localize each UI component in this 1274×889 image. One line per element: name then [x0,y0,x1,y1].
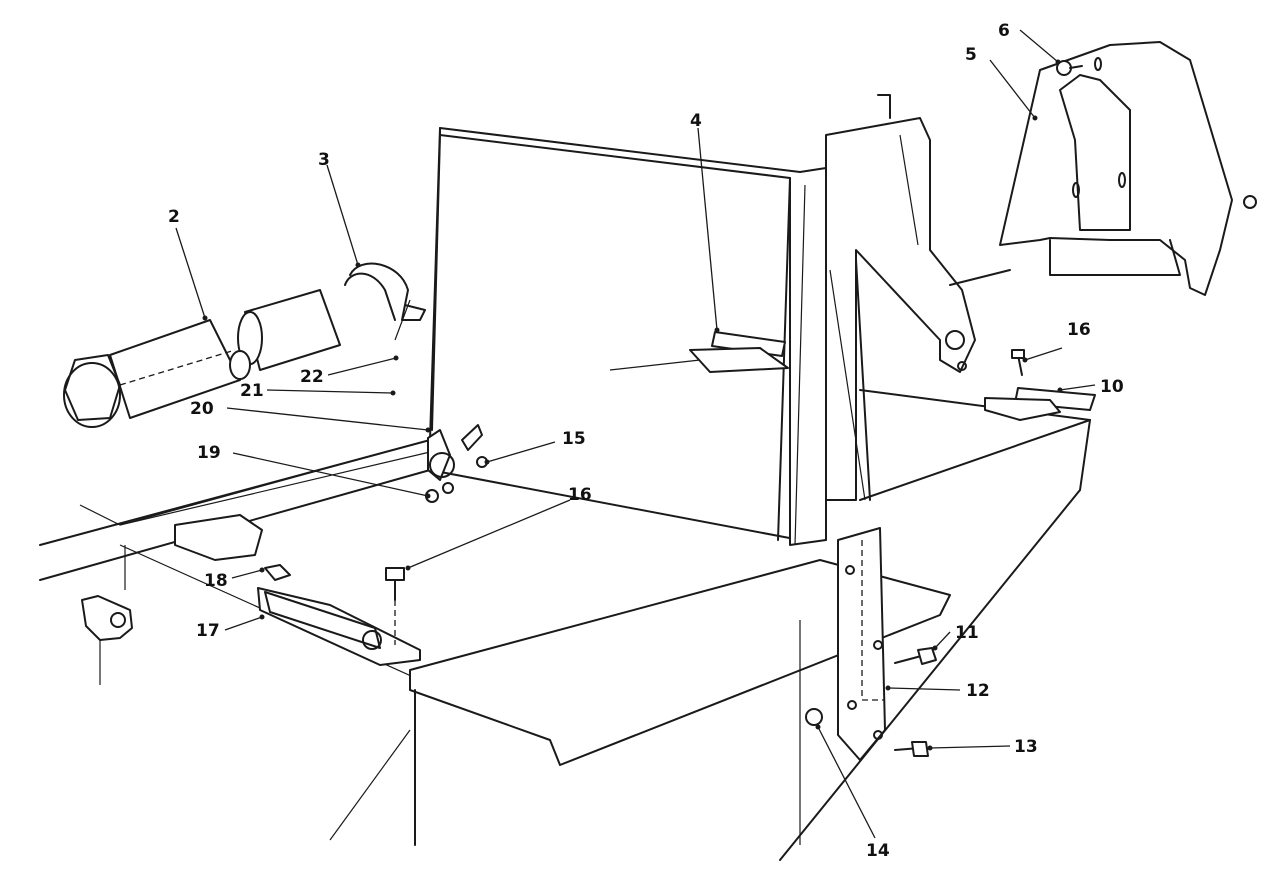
leader-dots [202,59,1063,751]
hinge-pin-right [984,354,1096,421]
screw-6 [1056,57,1102,76]
callout-10: 10 [1100,377,1124,397]
hinge-pin-rear [609,331,789,373]
callout-4: 4 [690,111,702,131]
filter-canister [63,319,241,428]
callout-16-front: 16 [568,485,592,505]
callout-2: 2 [168,207,180,227]
callout-22: 22 [300,367,324,387]
switch-knob [425,424,488,503]
hose-sleeve [229,289,341,380]
callout-5: 5 [965,45,977,65]
front-hinge [257,564,421,666]
callout-16-right: 16 [1067,320,1091,340]
callout-19: 19 [197,443,221,463]
callout-3: 3 [318,150,330,170]
hose-clamp [344,262,426,341]
bolt-16-right [1011,349,1025,359]
callout-15: 15 [562,429,586,449]
bolt-16-front [385,567,405,645]
callout-11: 11 [955,623,979,643]
callout-13: 13 [1014,737,1038,757]
callout-20: 20 [190,399,214,419]
belt-guard [949,41,1257,296]
back-panel [429,127,827,546]
side-mount-plate [805,527,937,761]
leader-lines [175,29,1096,839]
callout-21: 21 [240,381,264,401]
upright-frame [825,94,976,541]
callout-14: 14 [866,841,890,861]
callout-12: 12 [966,681,990,701]
callout-6: 6 [998,21,1010,41]
callout-17: 17 [196,621,220,641]
base-housing [39,389,1091,861]
callout-labels: 2 3 4 5 6 10 11 12 13 14 15 16 16 17 18 … [168,21,1124,861]
callout-18: 18 [204,571,228,591]
